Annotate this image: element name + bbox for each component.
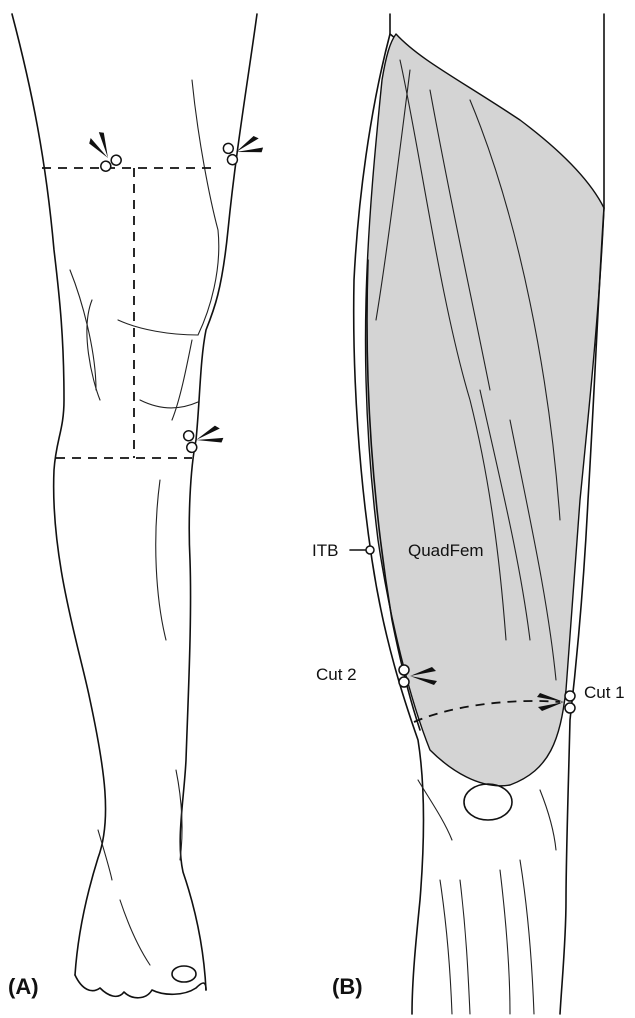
scissors-icon: [85, 129, 123, 173]
panel-b-leg: [350, 14, 604, 1014]
scissors-icon: [183, 422, 225, 453]
panel-a-leg: [12, 14, 265, 998]
itb-label: ITB: [312, 541, 338, 560]
panel-b-label: (B): [332, 974, 363, 999]
panel-a-label: (A): [8, 974, 39, 999]
cut-1-label: Cut 1: [584, 683, 625, 702]
quadfem-label: QuadFem: [408, 541, 484, 560]
cut-2-label: Cut 2: [316, 665, 357, 684]
scissors-icon: [222, 132, 265, 166]
